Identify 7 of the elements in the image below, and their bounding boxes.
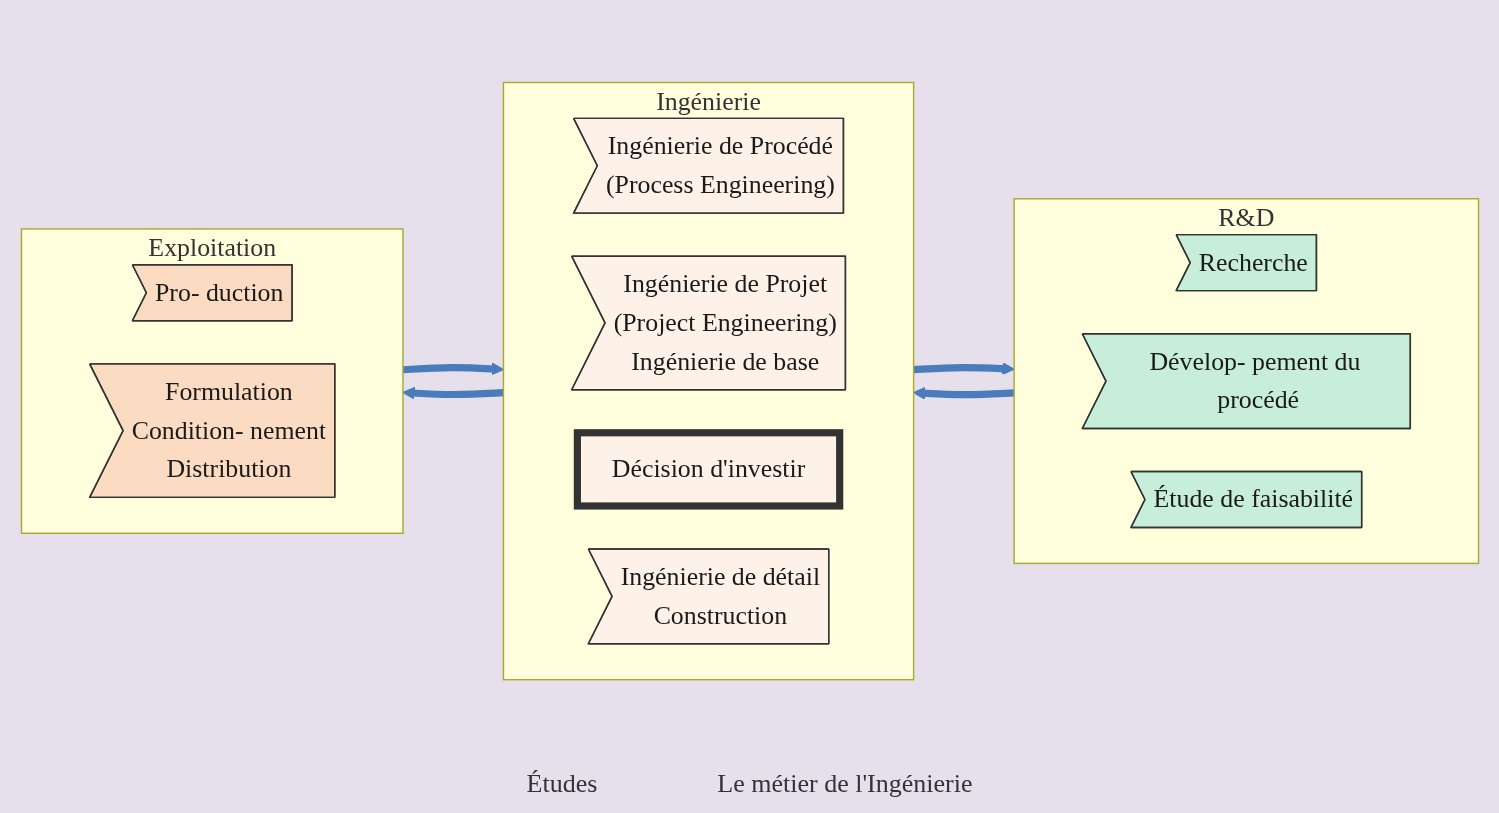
arrow xyxy=(401,387,504,400)
phase-label: Le métier de l'Ingénierie xyxy=(717,769,973,799)
arrow xyxy=(912,362,1015,376)
phase-label: Études xyxy=(526,769,598,799)
arrow xyxy=(402,363,504,376)
node-box: Décision d'investir xyxy=(573,429,843,510)
arrow xyxy=(912,387,1014,400)
